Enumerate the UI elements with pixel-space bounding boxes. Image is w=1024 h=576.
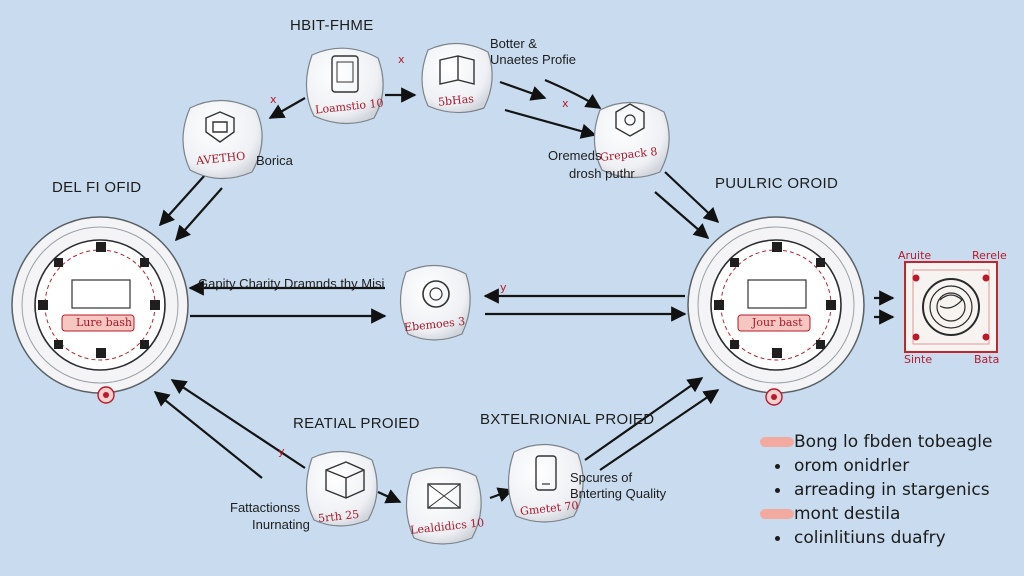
panel-label-top-right: Rerele [972,249,1007,262]
crate-icon [427,483,461,509]
legend-item: colinlitiuns duafry [760,526,1010,550]
node-bottom-left [305,450,378,527]
node-bottom-left-caption-2: Inurnating [252,517,310,532]
legend-text: arreading in stargenics [794,480,990,500]
node-bottom-right [507,443,584,523]
left-wheel [11,216,189,404]
legend-marker-dot [774,463,780,469]
arrow-topleft-to-leftwheel-b [174,187,223,242]
legend-marker-blob [760,509,794,519]
connector-arrows [153,78,895,504]
arrow-bottomright-to-rightwheel-b [599,389,720,471]
mark-top-left: x [270,93,277,106]
node-bottom-right-caption-2: Bnterting Quality [570,486,667,501]
header-right: PUULRIC OROID [715,175,839,192]
node-top-right-caption-2: Unaetes Profie [490,52,576,67]
node-middle-caption: Gapity Charity Dramnds thy Misi [198,276,385,291]
book-icon [439,55,475,85]
arrow-bottomleft-to-leftwheel-a [170,379,306,469]
panel-label-bottom-right: Bata [974,353,1000,366]
node-top-right [421,42,493,114]
legend-text: Bong lo fbden tobeagle [794,432,993,452]
panel-label-top-left: Aruite [898,249,932,262]
node-right-upper-caption-2: drosh puthr [569,166,635,181]
node-bottom-left-caption-1: Fattactionss [230,500,301,515]
mark-top-right: x [562,97,569,110]
arrow-topcenter-to-topleft [268,97,306,119]
header-left: DEL FI OFID [52,179,142,196]
node-bottom-center [405,466,482,545]
legend-marker-blob [760,437,794,447]
detail-panel [904,261,998,353]
arrow-rightupper-out [544,78,602,109]
legend-item: orom onidrler [760,454,1010,478]
right-wheel [687,216,865,406]
panel-label-bottom-left: Sinte [904,353,933,366]
legend-marker-dot [774,535,780,541]
box-icon [325,461,365,499]
node-right-upper [593,101,670,179]
legend-text: colinlitiuns duafry [794,528,946,548]
mark-top-center: x [398,53,405,66]
node-bottom-right-caption-1: Spcures of [570,470,633,485]
node-top-center [305,47,384,125]
legend-item: arreading in stargenics [760,478,1010,502]
left-wheel-label: Lure bash [76,316,132,329]
node-middle [399,264,471,341]
arrow-bottomleft-to-leftwheel-b [153,391,263,479]
legend-marker-dot [774,487,780,493]
right-wheel-label: Jour bast [752,316,803,329]
mark-bottom-left: y [278,445,285,458]
arrow-topright-to-rightupper-b [504,108,597,139]
header-top: HBIT-FHME [290,17,374,34]
hexagon-gear-icon [615,103,645,137]
shield-badge-icon [205,111,235,143]
tablet-icon [331,55,359,93]
legend-text: orom onidrler [794,456,910,476]
legend-text: mont destila [794,504,901,524]
mark-middle: y [500,281,507,294]
legend-item: Bong lo fbden tobeagle [760,430,1010,454]
node-top-right-caption-1: Botter & [490,36,537,51]
arrow-topright-to-rightupper-a [499,80,547,101]
ring-icon [422,280,450,308]
arrow-bottomright-to-rightwheel-a [584,377,704,461]
coiled-disc-icon [922,278,980,336]
arrow-bottomcenter-to-bottomright [489,487,514,502]
legend-item: mont destila [760,502,1010,526]
arrow-rightupper-to-rightwheel-b [654,191,710,240]
node-right-upper-caption-1: Oremeds [548,148,602,163]
node-top-left-caption: Borica [256,153,293,168]
node-top-left [182,99,263,180]
legend: Bong lo fbden tobeagle orom onidrler arr… [760,430,1010,550]
phone-icon [535,455,557,491]
arrow-bottomleft-to-bottomcenter [377,489,402,504]
arrow-rightupper-to-rightwheel-a [664,171,720,224]
header-bottom-left: REATIAL PROIED [293,415,420,432]
arrow-topleft-to-leftwheel-a [158,174,206,227]
header-bottom-right: BXTELRIONIAL PROIED [480,411,655,428]
